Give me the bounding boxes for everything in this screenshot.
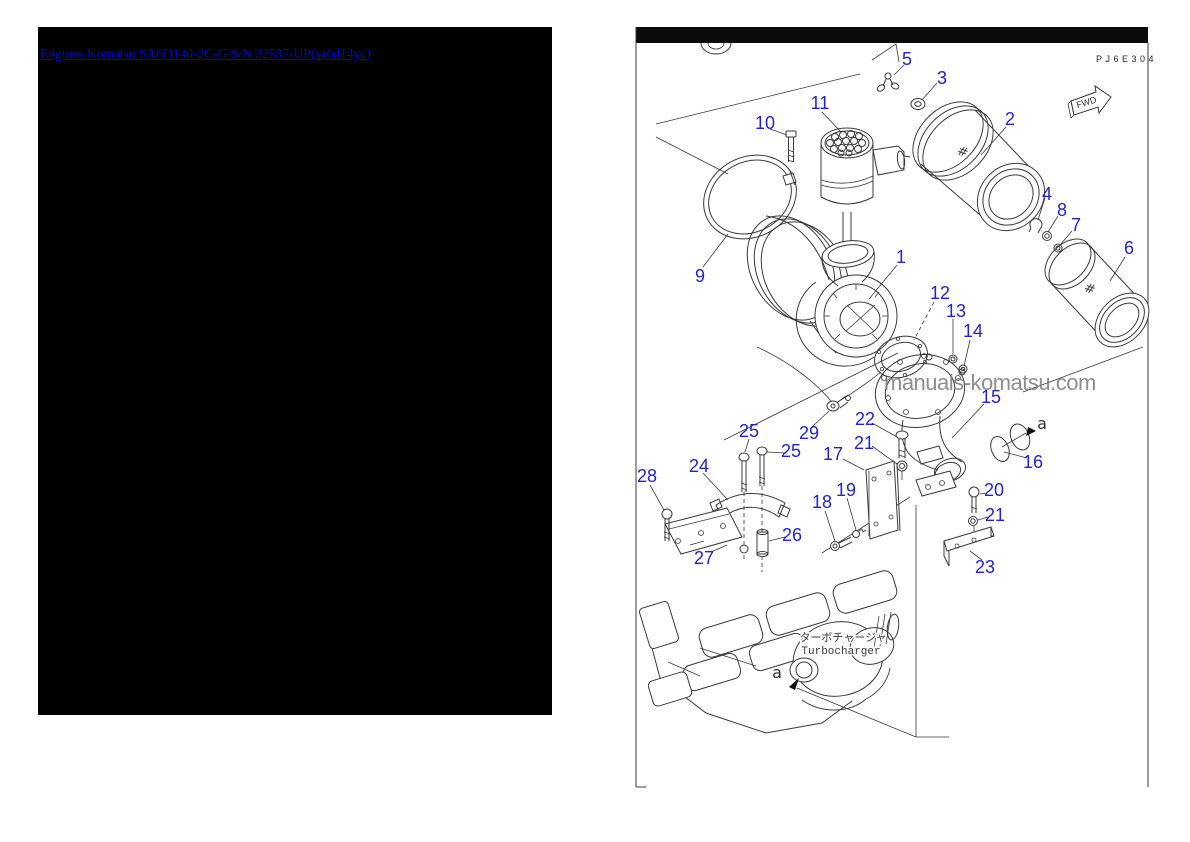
turbo-label-en: Turbocharger xyxy=(801,646,880,658)
part-28-bolt xyxy=(649,484,673,541)
left-image-placeholder xyxy=(38,27,552,715)
part-13-nut xyxy=(948,319,958,364)
part-2-outer-element: # xyxy=(912,101,1046,232)
part-3-grommet xyxy=(910,82,938,110)
engine-block: ターボチャージャ Turbocharger xyxy=(639,570,900,734)
part-18-bolt xyxy=(824,510,853,551)
part-12-gasket xyxy=(874,301,935,379)
panel-header-bar xyxy=(636,27,1148,43)
part-23-bracket xyxy=(943,526,995,567)
part-16-orings xyxy=(990,423,1036,462)
top-hose-fragment xyxy=(700,42,900,63)
part-19-washer xyxy=(846,497,867,538)
part-29-clamp xyxy=(811,395,851,428)
part-15-elbow xyxy=(756,346,985,497)
part-14-washer xyxy=(958,339,971,374)
part-10-bolt xyxy=(769,128,797,163)
svg-text:#: # xyxy=(1082,281,1097,299)
part-20-bolt xyxy=(968,486,988,513)
view-a-engine-arrowhead xyxy=(789,678,799,690)
watermark: manuals-komatsu.com xyxy=(884,370,1096,395)
parts-catalog-link[interactable]: Engines Komatsu SA6D140-2C-G S/N 22537-U… xyxy=(40,46,371,61)
diagram-frame xyxy=(635,27,1149,788)
part-25-bolts xyxy=(738,438,787,572)
part-24-saddle xyxy=(702,472,791,519)
construction-lines xyxy=(655,73,1144,738)
part-8-nut xyxy=(1042,215,1059,241)
part-22-bolt xyxy=(871,422,909,458)
part-4-clip xyxy=(1028,197,1046,234)
drawing-code: PJ6E304 xyxy=(1096,54,1157,64)
svg-text:#: # xyxy=(955,144,970,162)
part-17-plate xyxy=(842,458,901,540)
part-26-spacer xyxy=(756,529,786,557)
part-5-fitting xyxy=(876,64,905,92)
part-27-bracket xyxy=(664,507,743,555)
fwd-arrow-icon: FWD xyxy=(1067,84,1112,119)
part-11-precleaner xyxy=(820,111,911,243)
part-6-inner-element: # xyxy=(1044,238,1150,348)
turbo-label-jp: ターボチャージャ xyxy=(799,631,886,645)
part-7-nut xyxy=(1053,230,1073,253)
view-a-arrowhead xyxy=(1026,427,1036,436)
part-1-air-cleaner xyxy=(746,215,898,367)
part-9-clamp-band xyxy=(702,154,797,268)
